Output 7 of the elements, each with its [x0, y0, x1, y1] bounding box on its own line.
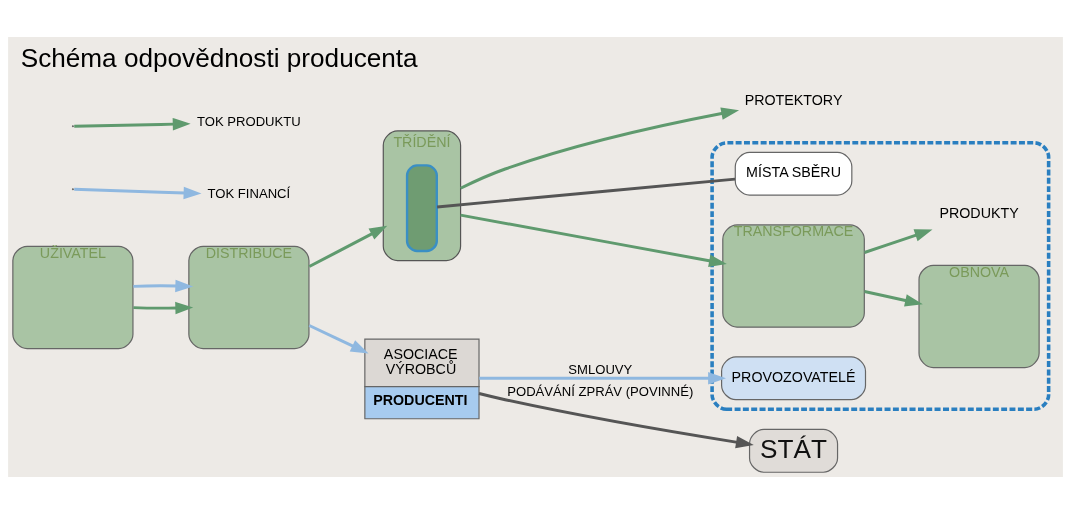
node-text: PRODUKTY	[939, 204, 1019, 221]
edge-label: SMLOUVY	[568, 361, 633, 377]
node-text: PROTEKTORY	[744, 91, 843, 108]
diagram-title: Schéma odpovědnosti producenta	[20, 42, 418, 73]
legend-label: TOK FINANCÍ	[207, 185, 291, 201]
legend-label: TOK PRODUKTU	[197, 113, 301, 129]
edge-label: PODÁVÁNÍ ZPRÁV (POVINNÉ)	[507, 383, 694, 399]
